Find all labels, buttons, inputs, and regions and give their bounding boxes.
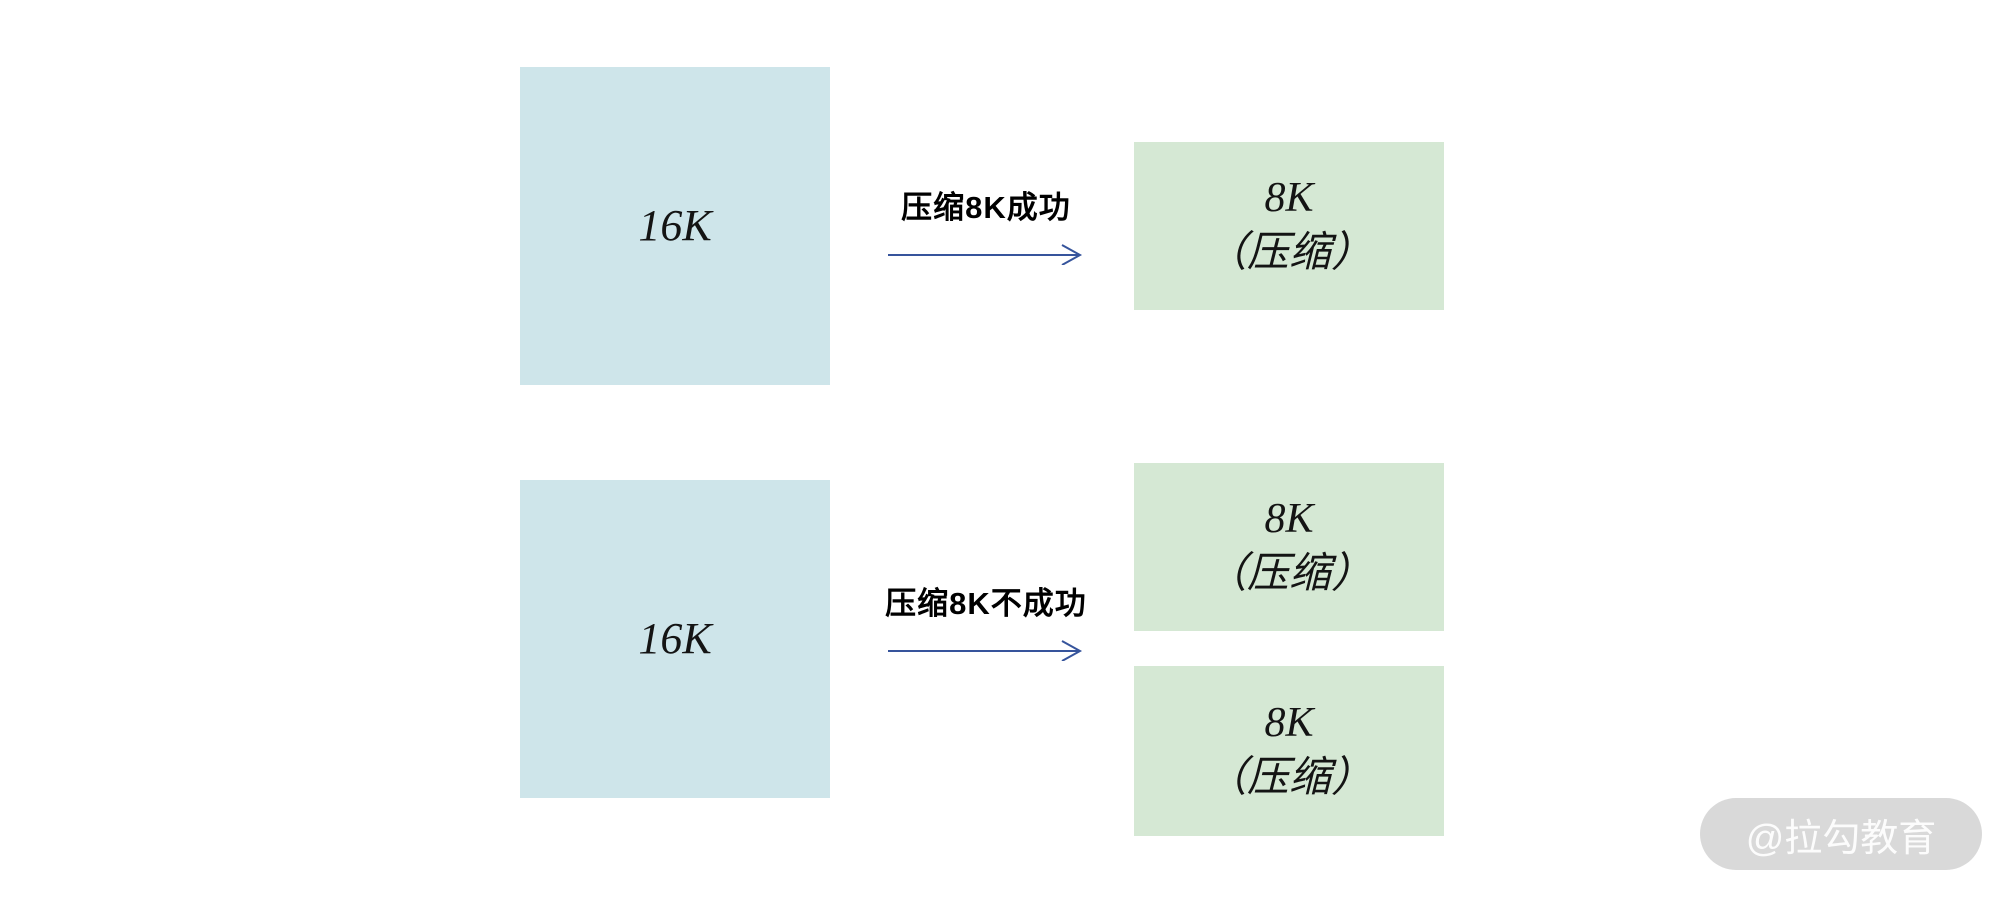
target-block-label-line2: （压缩） — [1204, 230, 1373, 276]
watermark-label: @拉勾教育 — [1745, 817, 1937, 860]
target-block-8k-failure-2: 8K （压缩） — [1134, 666, 1444, 836]
target-block-8k-failure-1: 8K （压缩） — [1134, 463, 1444, 631]
target-block-label-line1: 8K — [1264, 700, 1314, 747]
compress-success-arrow-group: 压缩8K成功 — [856, 182, 1116, 265]
compress-success-arrow-label: 压缩8K成功 — [901, 190, 1071, 225]
source-block-label: 16K — [638, 201, 712, 251]
source-block-label: 16K — [638, 614, 712, 664]
right-arrow-icon — [888, 640, 1083, 661]
source-block-16k-failure: 16K — [520, 480, 830, 798]
target-block-label-line1: 8K — [1264, 496, 1314, 543]
target-block-label-line1: 8K — [1264, 175, 1314, 222]
source-block-16k-success: 16K — [520, 67, 830, 385]
compress-failure-arrow-group: 压缩8K不成功 — [846, 578, 1126, 661]
right-arrow-icon — [888, 244, 1083, 265]
compress-failure-arrow-label: 压缩8K不成功 — [885, 586, 1087, 621]
target-block-label-line2: （压缩） — [1204, 551, 1373, 597]
target-block-8k-success: 8K （压缩） — [1134, 142, 1444, 310]
watermark-badge: @拉勾教育 — [1700, 798, 1982, 870]
target-block-label-line2: （压缩） — [1204, 755, 1373, 801]
